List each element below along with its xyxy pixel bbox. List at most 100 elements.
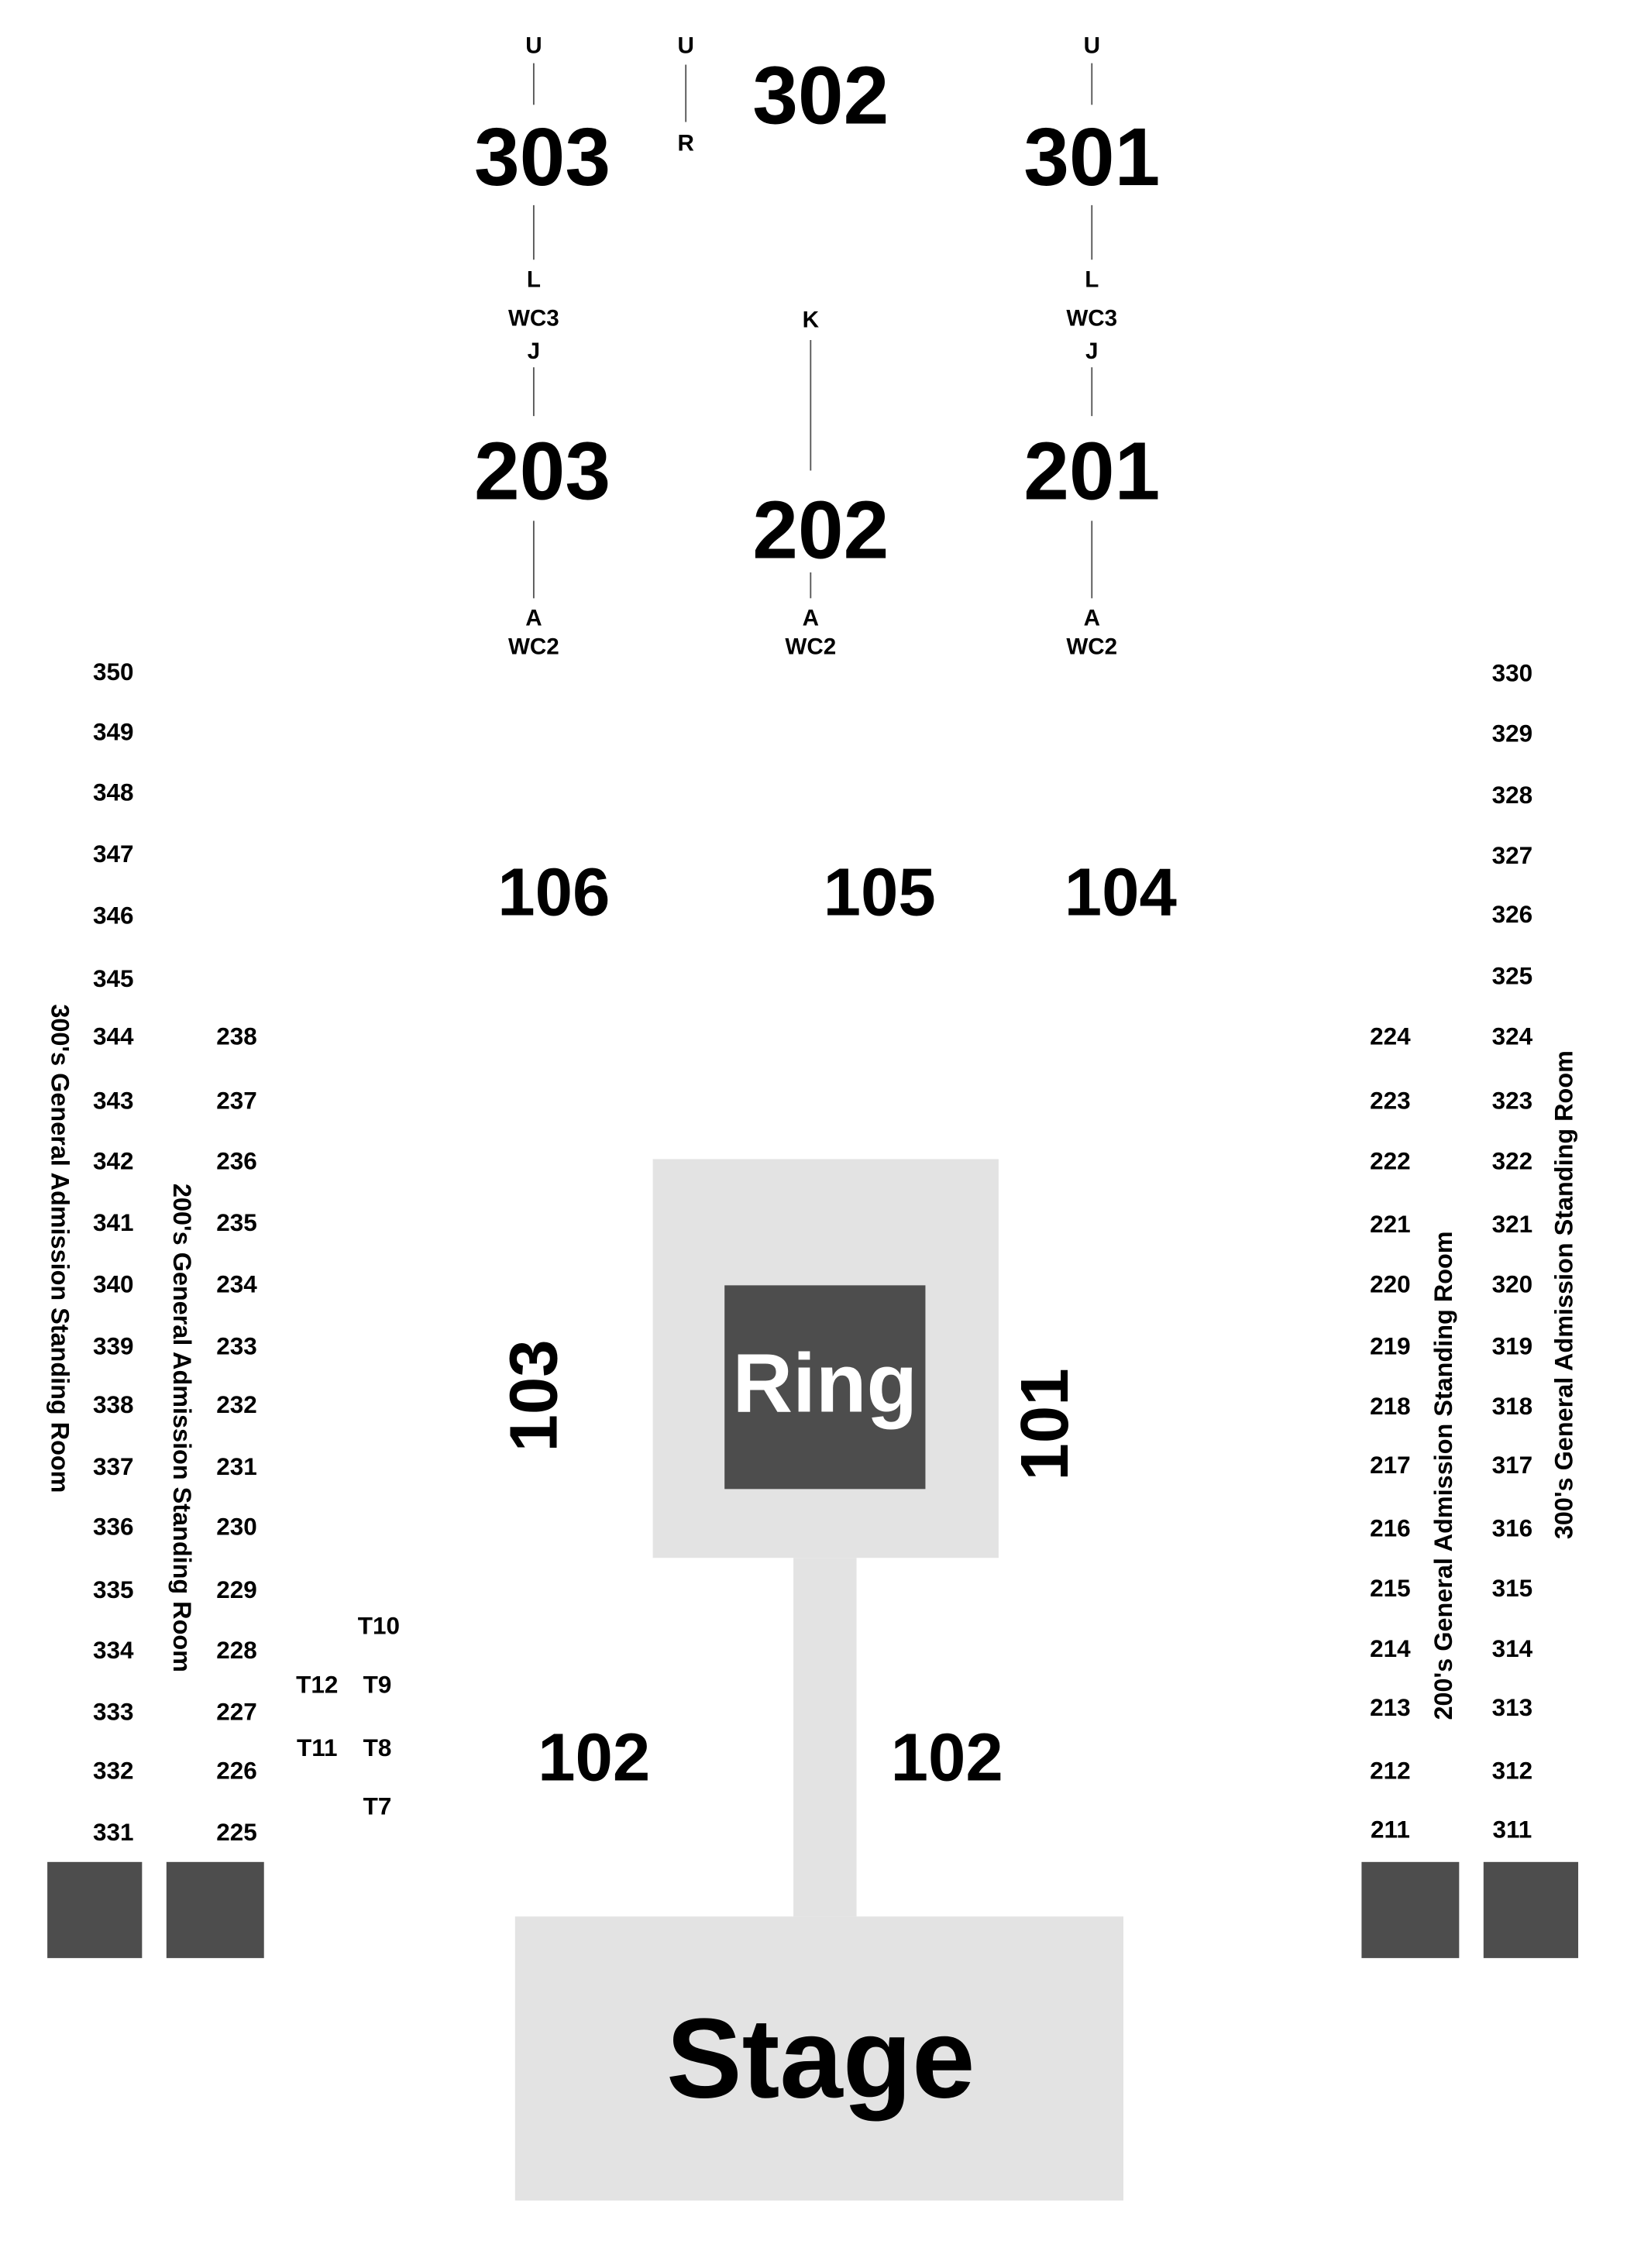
section-350[interactable]: 350 [93,658,134,686]
section-235[interactable]: 235 [216,1209,257,1236]
section-214[interactable]: 214 [1370,1635,1411,1662]
section-230[interactable]: 230 [216,1514,257,1541]
section-348[interactable]: 348 [93,778,134,806]
section-227[interactable]: 227 [216,1698,257,1725]
section-323[interactable]: 323 [1492,1088,1533,1115]
floor-shapes [47,1159,1579,2201]
section-238[interactable]: 238 [216,1022,257,1050]
section-324[interactable]: 324 [1492,1022,1533,1050]
section-338[interactable]: 338 [93,1391,134,1418]
section-343[interactable]: 343 [93,1088,134,1115]
section-237[interactable]: 237 [216,1088,257,1115]
section-236[interactable]: 236 [216,1147,257,1174]
section-213[interactable]: 213 [1370,1694,1411,1721]
table-t10[interactable]: T10 [358,1612,400,1639]
table-t12[interactable]: T12 [296,1671,338,1698]
section-337[interactable]: 337 [93,1453,134,1480]
section-340[interactable]: 340 [93,1271,134,1298]
section-233[interactable]: 233 [216,1332,257,1359]
section-220[interactable]: 220 [1370,1271,1411,1298]
section-229[interactable]: 229 [216,1576,257,1603]
section-347[interactable]: 347 [93,840,134,868]
section-223[interactable]: 223 [1370,1088,1411,1115]
section-203[interactable]: 203 [474,426,611,517]
section-322[interactable]: 322 [1492,1147,1533,1174]
section-325[interactable]: 325 [1492,962,1533,989]
section-332[interactable]: 332 [93,1757,134,1784]
section-225[interactable]: 225 [216,1819,257,1846]
stage[interactable] [514,1916,1123,2201]
column-left-300: 350 349 348 347 346 345 344 343 342 341 340 339 338 3… [93,658,134,1846]
box-left-200[interactable] [166,1861,264,1958]
section-202[interactable]: 202 [752,484,889,576]
section-101[interactable]: 101 [1007,1368,1082,1480]
section-317[interactable]: 317 [1492,1452,1533,1479]
section-105[interactable]: 105 [824,855,936,930]
section-216[interactable]: 216 [1370,1514,1411,1541]
section-215[interactable]: 215 [1370,1575,1411,1602]
section-345[interactable]: 345 [93,965,134,992]
box-right-300[interactable] [1483,1861,1579,1958]
section-318[interactable]: 318 [1492,1393,1533,1420]
section-219[interactable]: 219 [1370,1332,1411,1359]
table-t9[interactable]: T9 [363,1671,392,1698]
section-319[interactable]: 319 [1492,1332,1533,1359]
s303-row-top: U [525,33,542,59]
section-341[interactable]: 341 [93,1209,134,1236]
section-221[interactable]: 221 [1370,1211,1411,1238]
section-224[interactable]: 224 [1370,1022,1411,1050]
section-302[interactable]: 302 [752,50,889,141]
section-315[interactable]: 315 [1492,1575,1533,1602]
section-311[interactable]: 311 [1492,1816,1532,1843]
section-102-right[interactable]: 102 [891,1720,1003,1795]
section-342[interactable]: 342 [93,1147,134,1174]
section-231[interactable]: 231 [216,1453,257,1480]
s203-wheelchair: WC2 [508,634,559,660]
ring[interactable] [724,1285,926,1490]
section-327[interactable]: 327 [1492,842,1533,869]
section-104[interactable]: 104 [1065,855,1177,930]
column-left-200: 238 237 236 235 234 233 232 231 230 229 228 227 226 2… [216,1022,257,1846]
section-313[interactable]: 313 [1492,1694,1533,1721]
section-339[interactable]: 339 [93,1332,134,1359]
section-333[interactable]: 333 [93,1698,134,1725]
section-336[interactable]: 336 [93,1514,134,1541]
section-201[interactable]: 201 [1023,426,1160,517]
section-329[interactable]: 329 [1492,720,1533,747]
section-212[interactable]: 212 [1370,1757,1411,1784]
section-222[interactable]: 222 [1370,1147,1411,1174]
section-314[interactable]: 314 [1492,1635,1533,1662]
section-106[interactable]: 106 [497,855,610,930]
section-346[interactable]: 346 [93,902,134,930]
table-t8[interactable]: T8 [363,1734,392,1761]
section-320[interactable]: 320 [1492,1271,1533,1298]
s201-row-top: J [1085,338,1098,364]
box-left-300[interactable] [47,1861,143,1958]
section-328[interactable]: 328 [1492,782,1533,809]
section-228[interactable]: 228 [216,1637,257,1664]
section-232[interactable]: 232 [216,1391,257,1418]
section-217[interactable]: 217 [1370,1452,1411,1479]
section-312[interactable]: 312 [1492,1757,1533,1784]
section-102-left[interactable]: 102 [538,1720,650,1795]
section-334[interactable]: 334 [93,1637,134,1664]
section-330[interactable]: 330 [1492,660,1533,687]
section-301[interactable]: 301 [1023,112,1160,203]
section-349[interactable]: 349 [93,719,134,746]
section-344[interactable]: 344 [93,1022,134,1050]
section-226[interactable]: 226 [216,1757,257,1784]
section-321[interactable]: 321 [1492,1211,1533,1238]
box-right-200[interactable] [1361,1861,1460,1958]
ring-label: Ring [733,1336,918,1429]
section-303[interactable]: 303 [474,112,611,203]
section-211[interactable]: 211 [1371,1816,1410,1843]
section-335[interactable]: 335 [93,1576,134,1603]
table-t7[interactable]: T7 [363,1793,392,1820]
section-316[interactable]: 316 [1492,1514,1533,1541]
table-t11[interactable]: T11 [297,1734,338,1761]
section-103[interactable]: 103 [497,1339,572,1452]
section-218[interactable]: 218 [1370,1393,1411,1420]
section-326[interactable]: 326 [1492,901,1533,928]
section-331[interactable]: 331 [93,1819,134,1846]
section-234[interactable]: 234 [216,1271,257,1298]
